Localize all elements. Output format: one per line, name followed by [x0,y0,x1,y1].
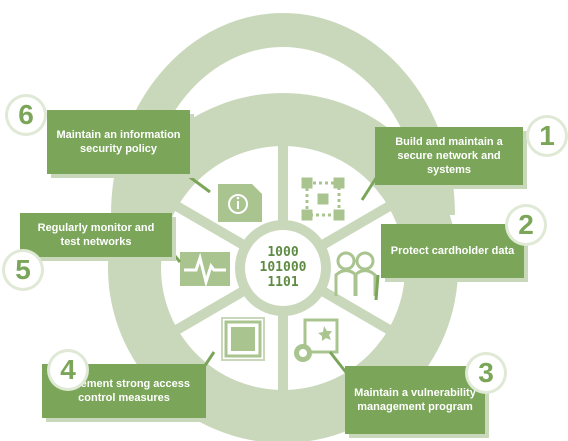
step-2-callout: Protect cardholder data [381,224,524,278]
monitor-pulse-icon [180,252,230,288]
step-6-number: 6 [8,97,44,133]
access-control-icon [221,317,265,361]
vulnerability-icon [294,318,339,362]
step-4-number: 4 [50,352,86,388]
binary-data-icon: 1000 101000 1101 [255,245,311,290]
step-5-number: 5 [5,252,41,288]
step-1-callout: Build and maintain a secure network and … [375,127,523,185]
step-1-number: 1 [529,118,565,154]
step-2-label: Protect cardholder data [390,245,515,257]
step-6-callout: Maintain an information security policy [47,110,190,174]
binary-line: 1000 [267,245,299,260]
binary-line: 101000 [259,260,307,275]
center-hub [245,230,321,306]
binary-line: 1101 [267,275,299,290]
step-6-label: Maintain an information security policy [56,129,181,155]
step-2-number: 2 [508,207,544,243]
step-1-label: Build and maintain a secure network and … [395,136,503,176]
step-5-label: Regularly monitor and test networks [37,222,155,248]
info-document-icon [218,184,262,222]
step-5-callout: Regularly monitor and test networks [20,213,172,257]
step-3-label: Maintain a vulnerability management prog… [354,387,476,413]
step-4-label: Implement strong access control measures [57,378,191,404]
step-3-callout: Maintain a vulnerability management prog… [345,366,485,434]
step-3-number: 3 [468,355,504,391]
cardholders-icon [334,251,377,296]
network-grid-icon [301,177,345,221]
